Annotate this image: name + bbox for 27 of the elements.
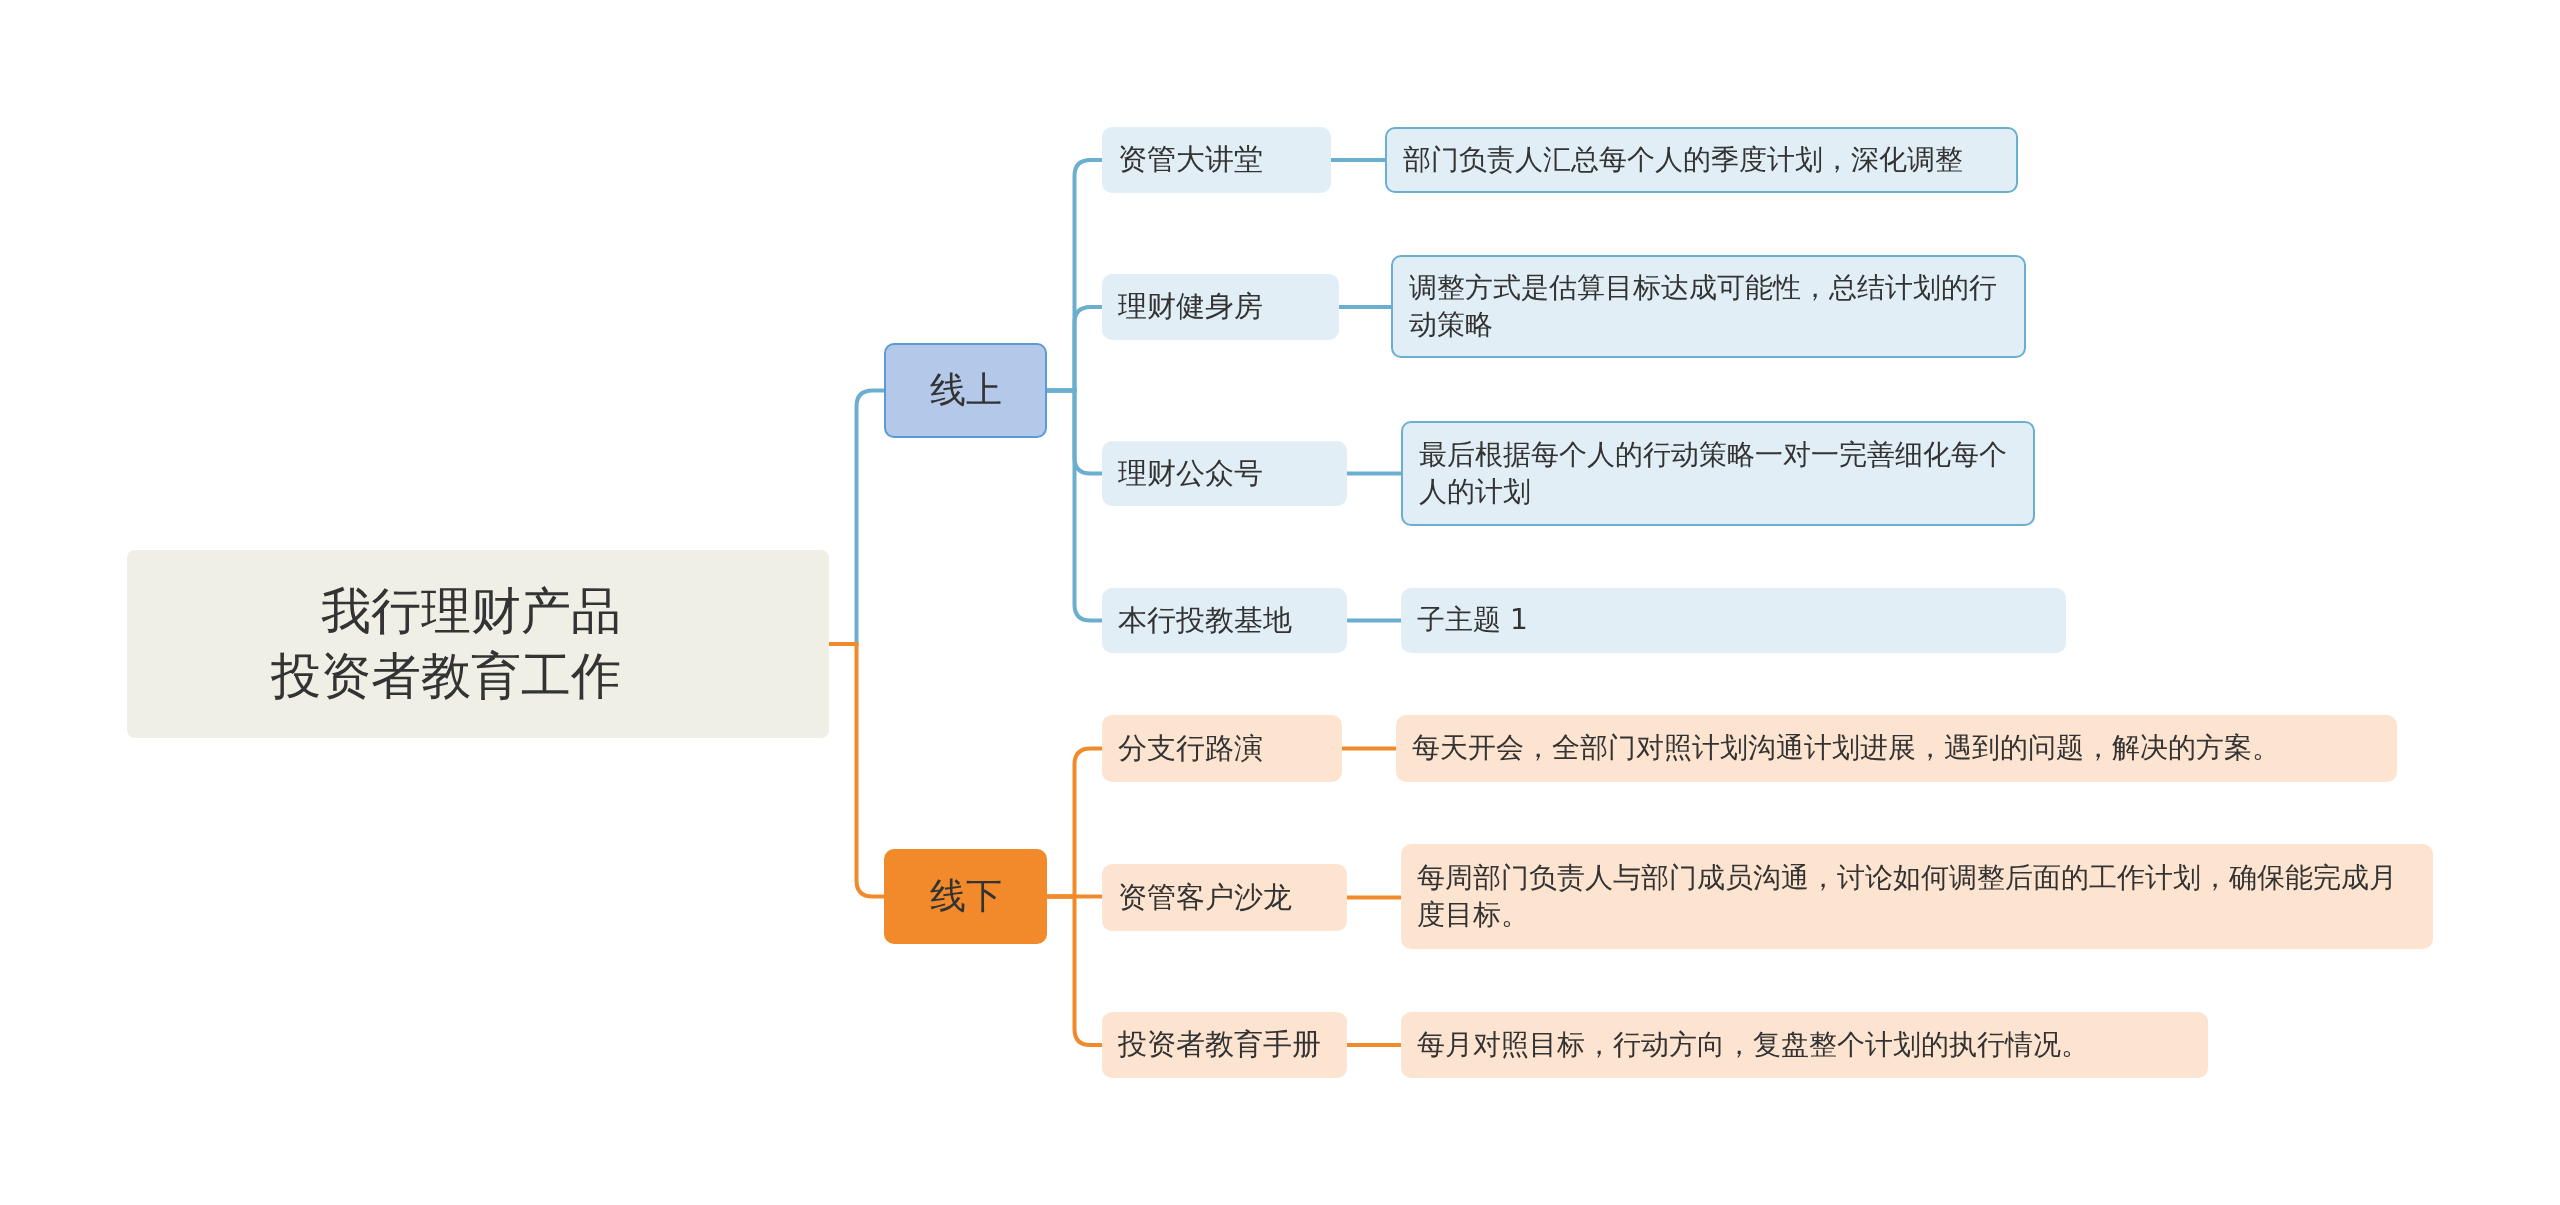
- connector-line: [1347, 471, 1401, 476]
- connector-line: [829, 642, 884, 899]
- connector-line: [1342, 746, 1396, 751]
- subtopic-box: 本行投教基地: [1102, 588, 1347, 653]
- branch-box: 线下: [884, 849, 1047, 944]
- root-topic-box: 我行理财产品投资者教育工作: [127, 550, 829, 738]
- branch-box: 线上: [884, 343, 1047, 438]
- subtopic-box: 资管客户沙龙: [1102, 864, 1347, 931]
- connector-line: [1347, 895, 1401, 900]
- connector-line: [1339, 305, 1391, 309]
- detail-box: 部门负责人汇总每个人的季度计划，深化调整: [1385, 127, 2018, 193]
- subtopic-box: 资管大讲堂: [1102, 127, 1331, 193]
- subtopic-box: 理财公众号: [1102, 441, 1347, 506]
- connector-line: [1347, 1043, 1401, 1047]
- detail-box: 调整方式是估算目标达成可能性，总结计划的行动策略: [1391, 255, 2026, 358]
- connector-line: [1047, 388, 1102, 623]
- detail-box: 子主题 1: [1401, 588, 2066, 653]
- detail-box: 最后根据每个人的行动策略一对一完善细化每个人的计划: [1401, 421, 2035, 526]
- subtopic-box: 分支行路演: [1102, 715, 1342, 782]
- detail-box: 每月对照目标，行动方向，复盘整个计划的执行情况。: [1401, 1012, 2208, 1078]
- connector-line: [1347, 618, 1401, 623]
- detail-box: 每天开会，全部门对照计划沟通计划进展，遇到的问题，解决的方案。: [1396, 715, 2397, 782]
- connector-line: [1047, 894, 1102, 1047]
- connector-line: [1331, 158, 1385, 162]
- detail-box: 每周部门负责人与部门成员沟通，讨论如何调整后面的工作计划，确保能完成月度目标。: [1401, 844, 2433, 949]
- subtopic-box: 投资者教育手册: [1102, 1012, 1347, 1078]
- subtopic-box: 理财健身房: [1102, 274, 1339, 340]
